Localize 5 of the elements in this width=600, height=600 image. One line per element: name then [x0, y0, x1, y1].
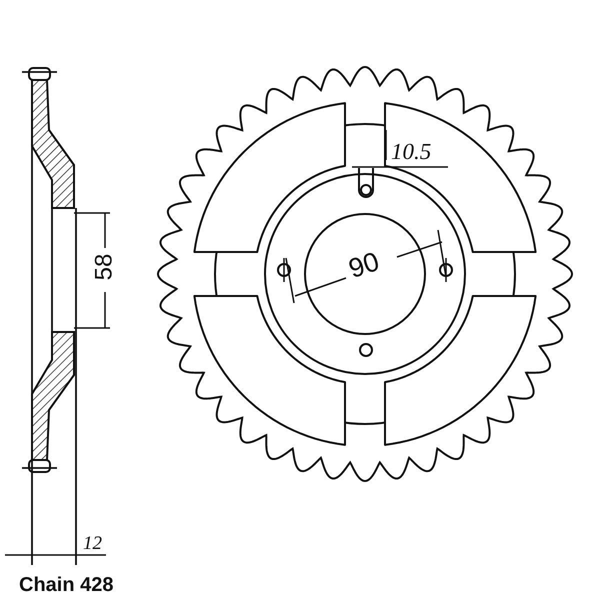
- dimension-label: 58: [92, 254, 116, 280]
- dimension-label: Chain 428: [19, 575, 114, 595]
- dimension-label: 90: [346, 248, 382, 283]
- dimension-label: 10.5: [391, 140, 432, 163]
- dimension-label: 12: [83, 534, 102, 553]
